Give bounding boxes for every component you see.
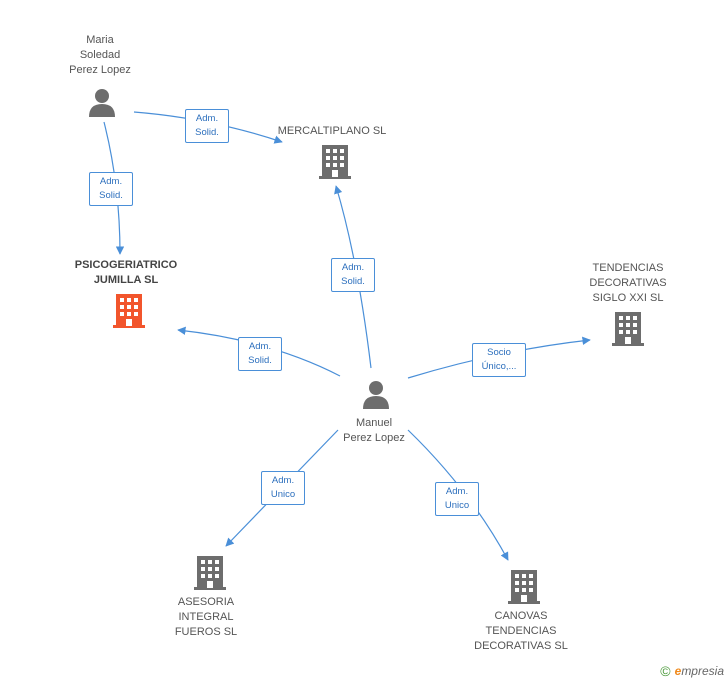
edge-label-manuel-asesoria: Adm. Unico (261, 471, 305, 505)
edge-label-manuel-mercaltiplano: Adm. Solid. (331, 258, 375, 292)
edge-label-maria-mercaltiplano: Adm. Solid. (185, 109, 229, 143)
person-icon[interactable] (88, 88, 116, 118)
copyright-footer: © empresia (660, 663, 724, 679)
person-label-maria[interactable]: Maria Soledad Perez Lopez (69, 34, 131, 76)
building-icon-highlighted[interactable] (113, 294, 145, 328)
building-icon[interactable] (194, 556, 226, 590)
company-label-canovas[interactable]: CANOVAS TENDENCIAS DECORATIVAS SL (474, 610, 568, 652)
company-label-tendencias[interactable]: TENDENCIAS DECORATIVAS SIGLO XXI SL (589, 262, 667, 304)
company-label-asesoria[interactable]: ASESORIA INTEGRAL FUEROS SL (174, 596, 238, 638)
edge-label-maria-psicogeriatrico: Adm. Solid. (89, 172, 133, 206)
company-label-mercaltiplano[interactable]: MERCALTIPLANO SL (277, 125, 387, 137)
brand-logo: empresia (674, 664, 724, 678)
building-icon[interactable] (319, 145, 351, 179)
building-icon[interactable] (612, 312, 644, 346)
edge-label-manuel-psicogeriatrico: Adm. Solid. (238, 337, 282, 371)
edge-label-manuel-canovas: Adm. Unico (435, 482, 479, 516)
copyright-icon: © (660, 663, 671, 679)
building-icon[interactable] (508, 570, 540, 604)
person-icon[interactable] (362, 380, 390, 410)
person-label-manuel[interactable]: Manuel Perez Lopez (343, 417, 405, 444)
company-label-psicogeriatrico[interactable]: PSICOGERIATRICO JUMILLA SL (74, 259, 178, 286)
edge-label-manuel-tendencias: Socio Único,... (472, 343, 526, 377)
